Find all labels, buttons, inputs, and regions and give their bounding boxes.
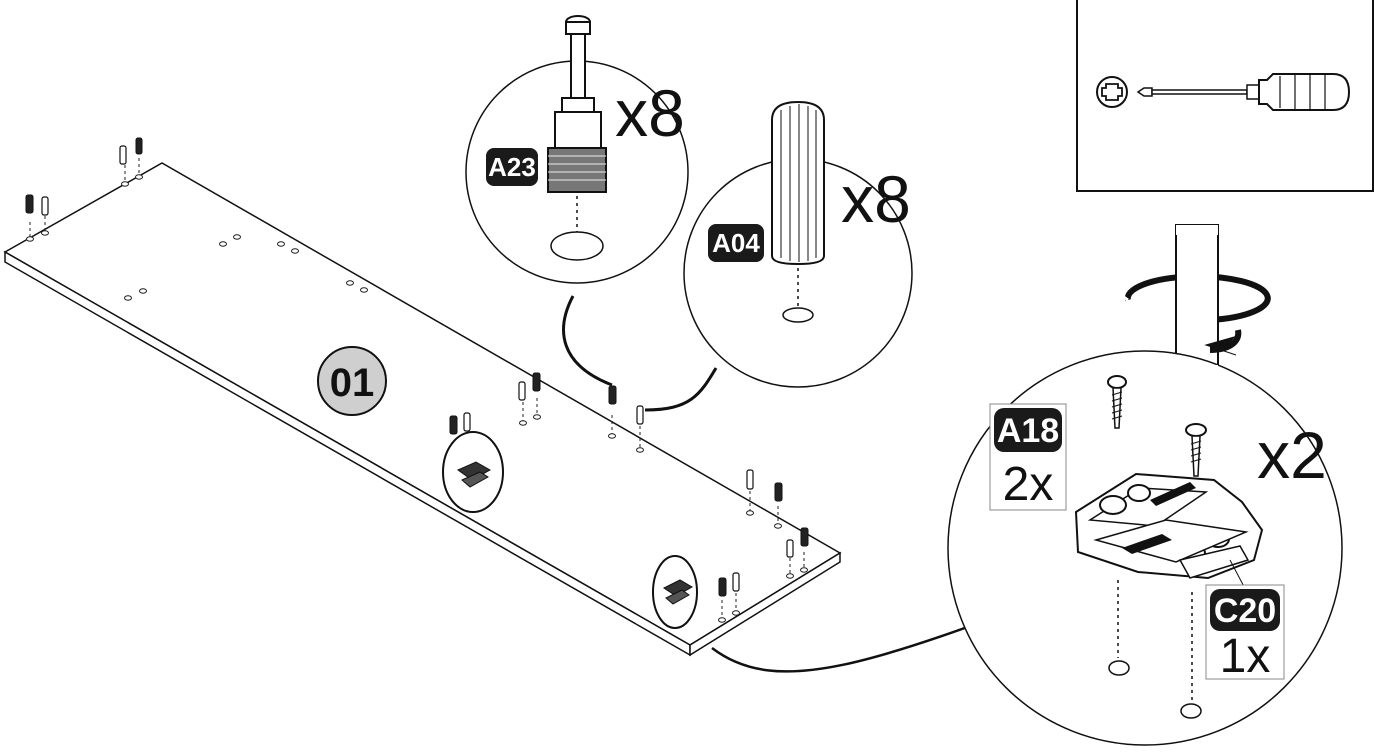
tool-box xyxy=(1076,0,1374,192)
screw-a18-icon xyxy=(1107,375,1127,429)
part-code-a23: A23 xyxy=(488,152,536,182)
multiplier-a23: x8 xyxy=(615,76,685,150)
hinge-position-oval-2 xyxy=(652,555,698,629)
part-label-c20: C20 1x xyxy=(1205,584,1285,683)
part-code-a18: A18 xyxy=(997,412,1059,450)
phillips-screwdriver-icon xyxy=(1096,73,1351,111)
cam-bolt-icon xyxy=(547,15,607,261)
part-qty-a18: 2x xyxy=(1003,458,1054,511)
screw-on-bit-icon xyxy=(1185,423,1207,477)
hinge-mounting-plate-icon xyxy=(1074,472,1264,580)
callout-a23: A23 x8 xyxy=(465,15,689,284)
part-code-c20: C20 xyxy=(1214,592,1276,630)
panel-board xyxy=(3,137,842,657)
part-code-a04: A04 xyxy=(712,228,760,258)
step-number-badge: 01 xyxy=(317,346,387,416)
hinge-position-oval-1 xyxy=(442,431,504,513)
part-qty-c20: 1x xyxy=(1220,630,1271,683)
multiplier-hinge: x2 xyxy=(1257,418,1327,492)
callout-a04: A04 x8 xyxy=(683,100,913,388)
multiplier-a04: x8 xyxy=(841,162,911,236)
step-number: 01 xyxy=(330,361,375,405)
callout-hinge: A18 2x C20 1x x2 xyxy=(947,350,1343,746)
wooden-dowel-icon xyxy=(771,100,825,323)
part-label-a18: A18 2x xyxy=(989,403,1067,511)
